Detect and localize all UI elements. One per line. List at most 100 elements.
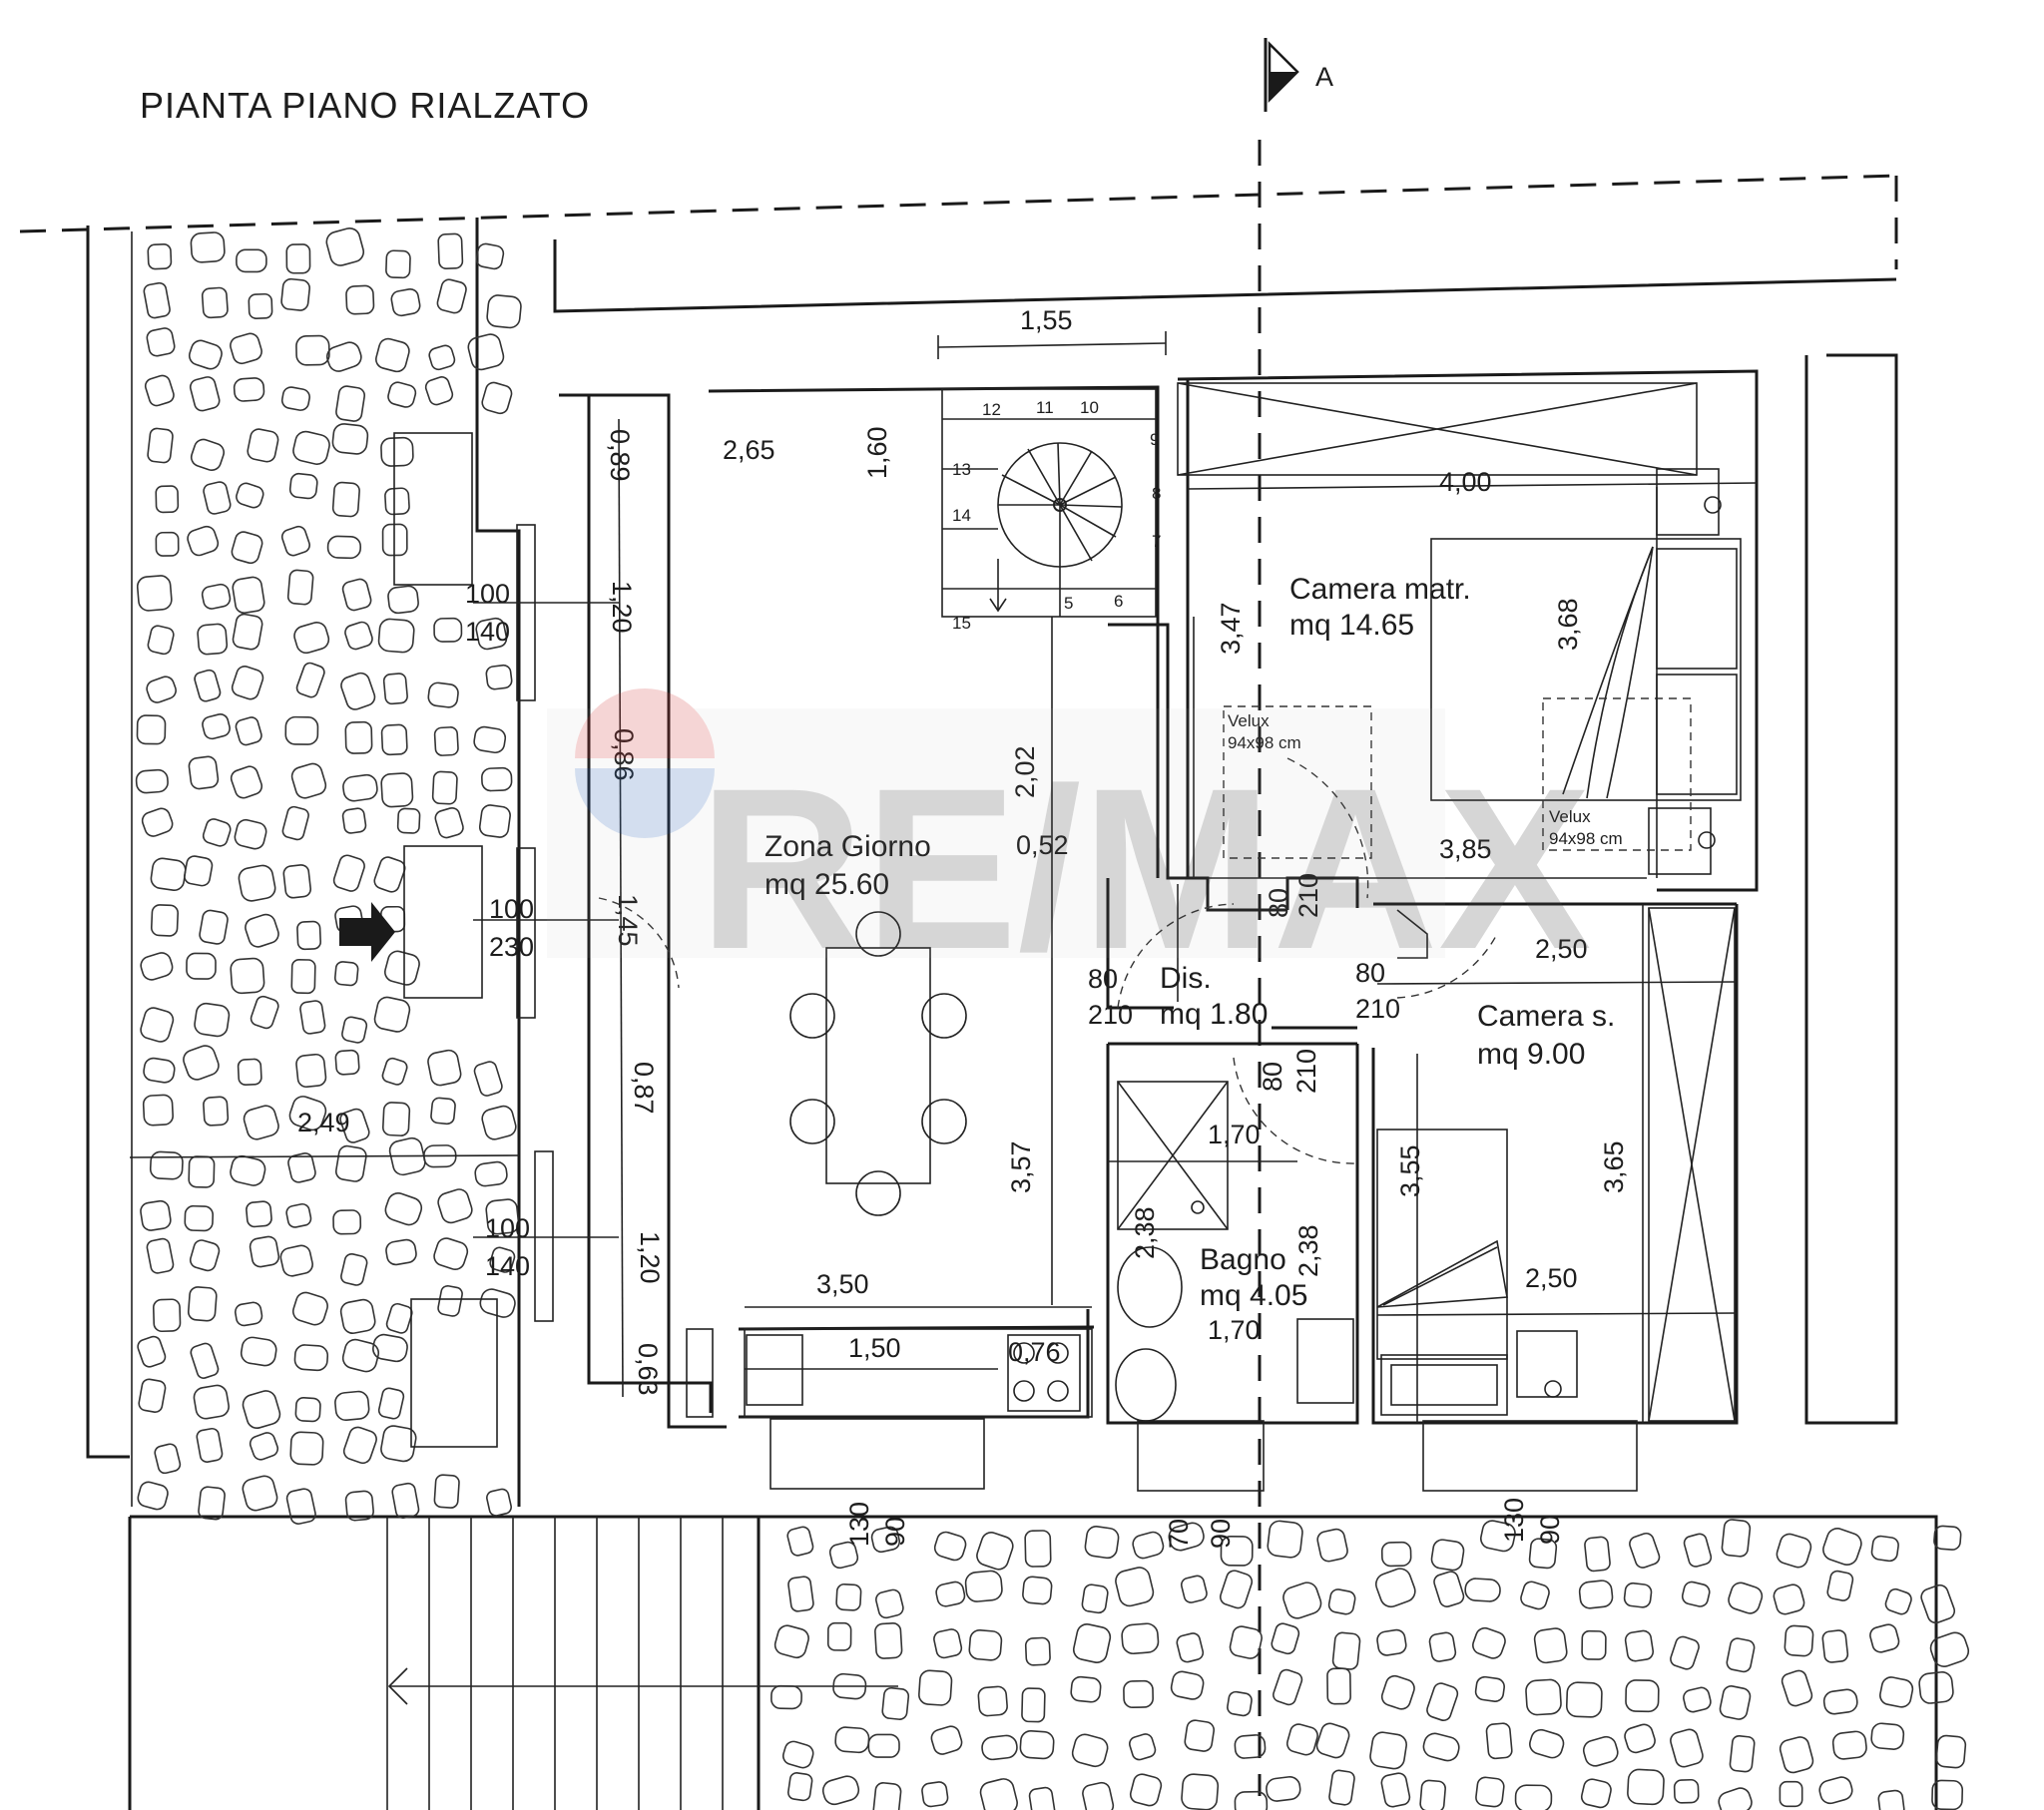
remax-watermark-text: RE/MAX — [699, 740, 1592, 997]
stone — [326, 535, 362, 560]
stone — [236, 248, 267, 273]
stone — [334, 1390, 370, 1422]
room-camera-s-name: Camera s. — [1477, 1000, 1615, 1033]
stone — [238, 864, 276, 902]
stone — [232, 576, 265, 615]
stone — [1082, 1781, 1115, 1810]
step-5: 5 — [1064, 594, 1073, 613]
stone — [280, 277, 311, 311]
stone — [1584, 1536, 1611, 1573]
stone — [201, 583, 232, 610]
stone — [875, 1588, 904, 1619]
stone — [380, 723, 408, 756]
stone — [334, 1144, 367, 1182]
stone — [285, 243, 311, 274]
stone — [230, 332, 262, 365]
stone — [385, 249, 411, 279]
room-camera-matr-name: Camera matr. — [1289, 573, 1471, 606]
stone — [194, 669, 222, 702]
stone — [146, 676, 177, 703]
dimension-labels: 1,55 2,65 4,00 0,52 3,85 2,50 2,50 1,70 … — [297, 305, 1588, 1367]
stone — [388, 1136, 426, 1176]
stone — [1121, 1622, 1160, 1655]
kitchen-counter — [686, 1328, 1093, 1418]
stone — [1115, 1567, 1155, 1607]
stone — [1285, 1723, 1318, 1756]
stone — [1022, 1576, 1053, 1605]
stone — [427, 681, 459, 708]
stone — [921, 1781, 949, 1808]
stone — [281, 805, 309, 841]
remax-watermark: RE/MAX — [547, 688, 1592, 997]
vertical-dimension-labels: 0,89 1,60 1,20 0,86 2,02 3,47 3,68 1,45 … — [605, 426, 1629, 1549]
dim-1-70-top: 1,70 — [1208, 1120, 1261, 1149]
stone — [787, 1772, 813, 1802]
stone — [282, 864, 312, 899]
stone — [1818, 1776, 1853, 1805]
stone — [196, 1427, 224, 1463]
stone — [199, 909, 229, 945]
stone — [187, 1286, 218, 1322]
plan-title: PIANTA PIANO RIALZATO — [140, 85, 590, 126]
stone — [1479, 1520, 1516, 1553]
stone — [140, 952, 174, 981]
stone — [190, 231, 226, 263]
stone — [1282, 1582, 1322, 1619]
stone — [1485, 1722, 1513, 1760]
stone — [1024, 1636, 1051, 1666]
stone — [1273, 1668, 1303, 1706]
stone — [835, 1583, 862, 1611]
stone — [430, 1097, 456, 1126]
stone — [231, 531, 263, 565]
dim-3-50: 3,50 — [816, 1269, 869, 1299]
dining-table — [789, 911, 967, 1216]
stone — [295, 662, 325, 698]
stone — [247, 428, 279, 463]
dim-2-38-right: 2,38 — [1293, 1224, 1323, 1277]
dim-210-d: 210 — [1291, 1049, 1321, 1094]
stone — [1920, 1584, 1956, 1624]
stone — [874, 1622, 903, 1659]
dim-90-c: 90 — [1535, 1515, 1565, 1545]
stone — [243, 1105, 279, 1140]
stone — [341, 1016, 368, 1044]
stone — [786, 1526, 814, 1557]
step-14: 14 — [952, 506, 971, 525]
stone — [1870, 1535, 1899, 1563]
stone — [249, 1235, 280, 1268]
stone — [1374, 1568, 1416, 1608]
dim-80-a: 80 — [1088, 964, 1118, 994]
stone — [293, 621, 330, 655]
stone — [137, 1481, 169, 1511]
dim-80-c: 80 — [1264, 888, 1293, 918]
stone — [1578, 1580, 1614, 1609]
stone — [236, 482, 264, 509]
stone — [189, 376, 221, 412]
stone — [331, 423, 369, 455]
room-labels: Zona Giorno mq 25.60 Camera matr. mq 14.… — [765, 573, 1615, 1312]
dim-1-20-bottom: 1,20 — [635, 1231, 665, 1284]
room-bagno-area: mq 4.05 — [1200, 1279, 1307, 1312]
stone — [1024, 1530, 1052, 1568]
spiral-staircase: 5 6 7 8 9 10 11 12 13 14 15 — [941, 388, 1161, 633]
stone — [1170, 1670, 1205, 1700]
stone — [150, 904, 180, 937]
section-marker: A — [1264, 38, 1333, 112]
stone — [1380, 1674, 1415, 1710]
stone — [142, 1094, 174, 1127]
window-recesses — [393, 432, 554, 1448]
stone — [189, 1239, 221, 1272]
stone — [190, 1342, 220, 1379]
stone — [1072, 1623, 1112, 1663]
dim-1-55: 1,55 — [1020, 305, 1073, 335]
room-dis-name: Dis. — [1160, 962, 1212, 995]
stone — [143, 281, 171, 319]
stone — [1474, 1675, 1505, 1702]
stone — [1422, 1732, 1460, 1762]
wardrobe-camera-s — [1648, 907, 1736, 1422]
dim-0-63: 0,63 — [633, 1343, 663, 1396]
room-zona-giorno-area: mq 25.60 — [765, 868, 889, 901]
stone — [203, 1096, 230, 1127]
dim-3-57: 3,57 — [1006, 1140, 1036, 1193]
stone — [387, 381, 417, 408]
